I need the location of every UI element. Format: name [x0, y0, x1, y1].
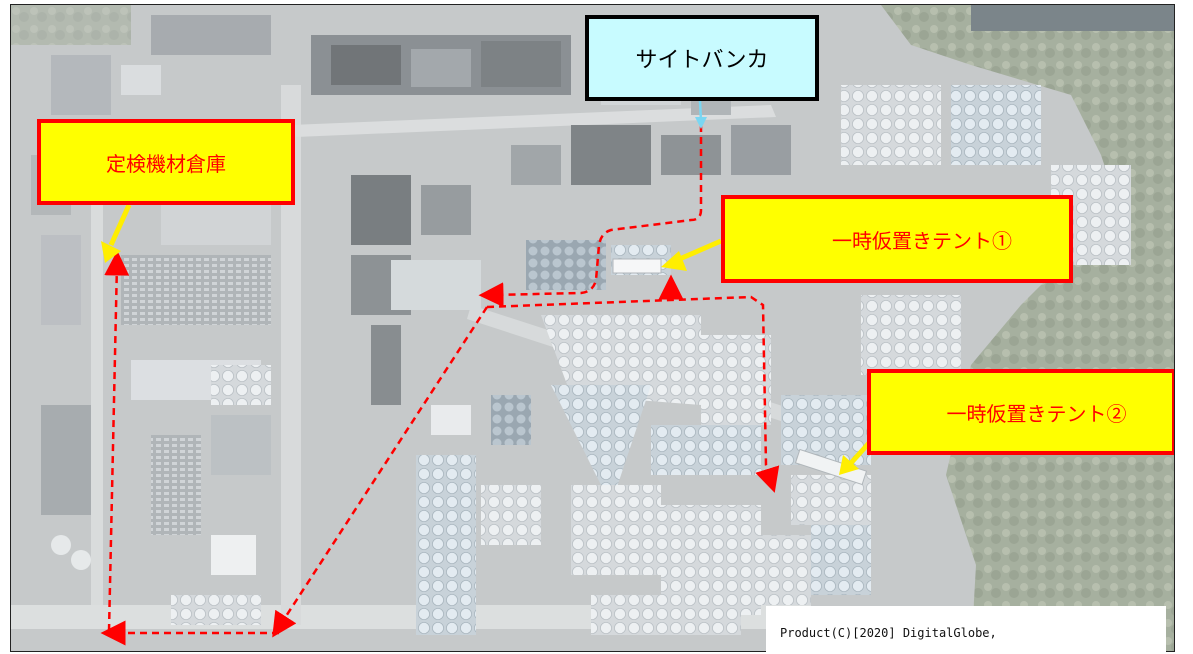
site-bunker-text: サイトバンカ: [635, 48, 769, 73]
inspection-warehouse-text: 定検機材倉庫: [106, 151, 226, 176]
temp-tent-1-structure: [612, 258, 662, 274]
temp-tent-2-structure: [794, 448, 868, 486]
aerial-map-canvas: [11, 5, 1174, 651]
site-bunker-label: サイトバンカ: [585, 15, 819, 101]
inspection-warehouse-label: 定検機材倉庫: [37, 119, 295, 205]
callout-pointers: [101, 80, 871, 475]
temp-tent-1-label: 一時仮置きテント①: [721, 195, 1073, 283]
transport-route: [100, 125, 780, 646]
imagery-credit: Product(C)[2020] DigitalGlobe,: [766, 606, 1166, 654]
temp-tent-2-label: 一時仮置きテント②: [867, 369, 1174, 455]
temp-tent-2-text: 一時仮置きテント②: [946, 401, 1127, 426]
tank-farm: [526, 240, 606, 290]
aerial-map[interactable]: サイトバンカ 定検機材倉庫 一時仮置きテント① 一時仮置きテント②: [10, 4, 1175, 652]
temp-tent-1-text: 一時仮置きテント①: [832, 228, 1012, 253]
forest-area: [881, 5, 1174, 651]
